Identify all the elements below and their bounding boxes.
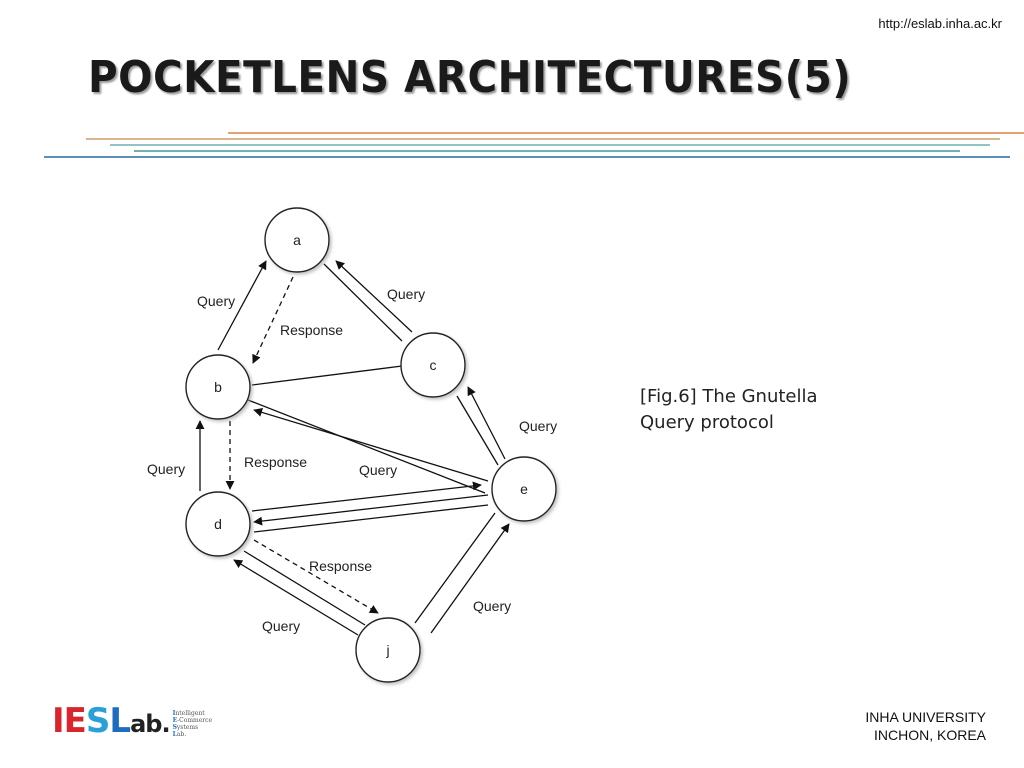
edge-d-j (243, 550, 366, 626)
logo-part-s: S (85, 701, 110, 741)
label-query-b-a: Query (197, 293, 235, 309)
edge-query-d-e (251, 481, 482, 512)
logo-wordmark: IESLab. (52, 701, 171, 742)
edge-query-j-d (233, 559, 359, 636)
footer-affiliation: INHA UNIVERSITY INCHON, KOREA (865, 708, 986, 744)
edge-b-c (251, 365, 403, 386)
node-j: j (355, 617, 421, 683)
logo-subtitle: Intelligent E-Commerce Systems Lab. (172, 710, 213, 738)
header-url[interactable]: http://eslab.inha.ac.kr (878, 16, 1002, 31)
edge-e-d-2 (253, 504, 489, 533)
caption-line-1: [Fig.6] The Gnutella (640, 386, 818, 407)
edge-a-c (323, 263, 403, 342)
node-d: d (185, 491, 251, 557)
footer-line-1: INHA UNIVERSITY (865, 709, 986, 725)
edge-query-j-e (430, 523, 510, 634)
figure-caption: [Fig.6] The Gnutella Query protocol (640, 384, 818, 436)
ieslab-logo: IESLab. Intelligent E-Commerce Systems L… (52, 703, 212, 742)
edge-query-b-a (217, 260, 267, 351)
label-query-e-c: Query (519, 418, 557, 434)
node-b: b (185, 354, 251, 420)
logo-part-ab: ab. (130, 710, 170, 738)
label-response-d-j: Response (309, 558, 372, 574)
caption-line-2: Query protocol (640, 412, 774, 433)
label-response-b-d: Response (244, 454, 307, 470)
edge-b-e (247, 399, 486, 494)
edge-query-e-d (253, 494, 489, 526)
gnutella-query-diagram: Query Response Query Query Query Respons… (147, 207, 557, 683)
node-c: c (400, 332, 466, 398)
node-e: e (491, 456, 557, 522)
label-query-d-b: Query (147, 461, 185, 477)
logo-part-l: L (109, 701, 131, 741)
edge-query-e-b (253, 408, 489, 482)
decorative-rules (44, 132, 1024, 158)
edge-response-a-b (252, 276, 294, 364)
node-c-label: c (430, 357, 437, 373)
edge-j-e (414, 512, 496, 624)
node-a-label: a (293, 232, 301, 248)
diagram-edges (195, 260, 510, 636)
page-title: POCKETLENS ARCHITECTURES(5) (88, 52, 852, 103)
edge-c-e (456, 395, 499, 466)
edge-response-d-j (253, 539, 379, 614)
logo-part-ie: IE (52, 701, 87, 741)
label-query-e-b: Query (359, 462, 397, 478)
label-query-c-a: Query (387, 286, 425, 302)
node-b-label: b (214, 379, 222, 395)
edge-query-e-c (467, 386, 506, 460)
label-response-a-b: Response (280, 322, 343, 338)
node-j-label: j (385, 642, 389, 658)
node-a: a (264, 207, 330, 273)
node-e-label: e (520, 481, 528, 497)
label-query-j-e: Query (473, 598, 511, 614)
node-d-label: d (214, 516, 222, 532)
label-query-j-d: Query (262, 618, 300, 634)
edge-query-c-a (335, 260, 413, 333)
footer-line-2: INCHON, KOREA (873, 727, 986, 743)
